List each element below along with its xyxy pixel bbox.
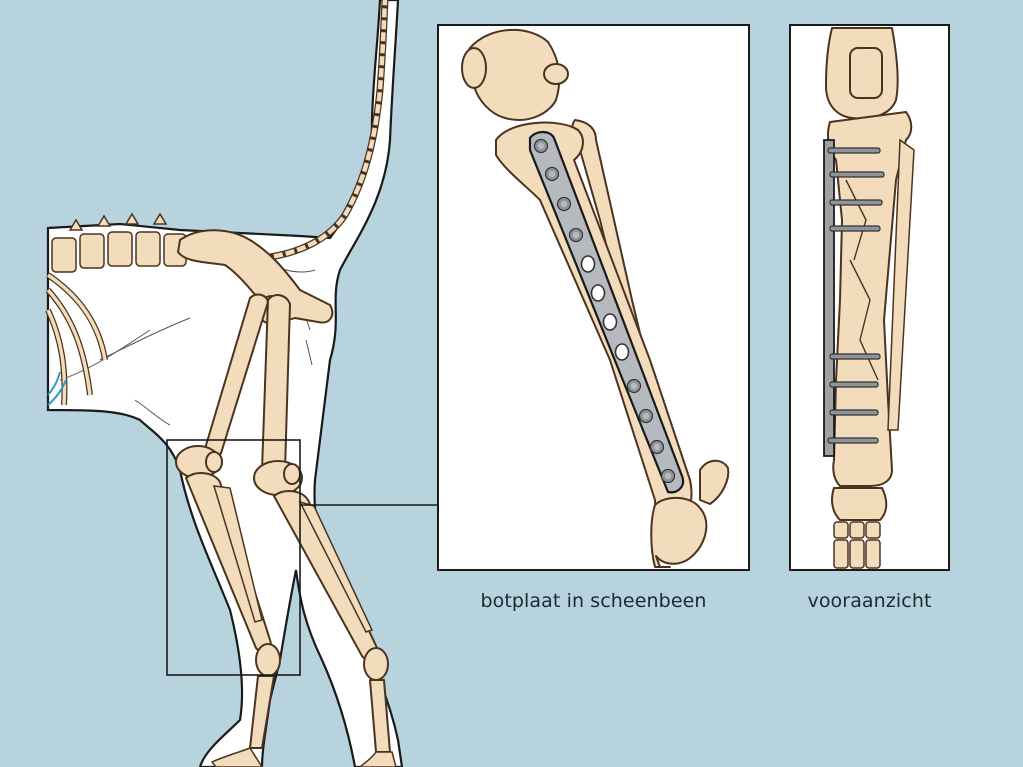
bone-plate-front <box>823 139 835 457</box>
ankle-detail <box>650 459 730 568</box>
spine-vertebrae <box>51 212 187 273</box>
femur-condyle-detail <box>461 29 569 121</box>
patella-front <box>825 27 899 120</box>
front-view-caption: vooraanzicht <box>807 590 932 612</box>
fibula-front <box>887 138 915 431</box>
tail-vertebrae <box>261 0 389 262</box>
femur-right <box>261 294 291 480</box>
zoom-region-box <box>166 439 301 676</box>
ankle-front <box>831 487 888 569</box>
tibia-left <box>185 472 272 653</box>
bone-plate <box>528 130 685 494</box>
plate-screws <box>533 138 676 484</box>
hock-and-paws <box>210 643 397 767</box>
front-view-screws <box>827 147 885 444</box>
bone-plate-caption: botplaat in scheenbeen <box>480 590 707 612</box>
rib-cage <box>45 272 108 406</box>
